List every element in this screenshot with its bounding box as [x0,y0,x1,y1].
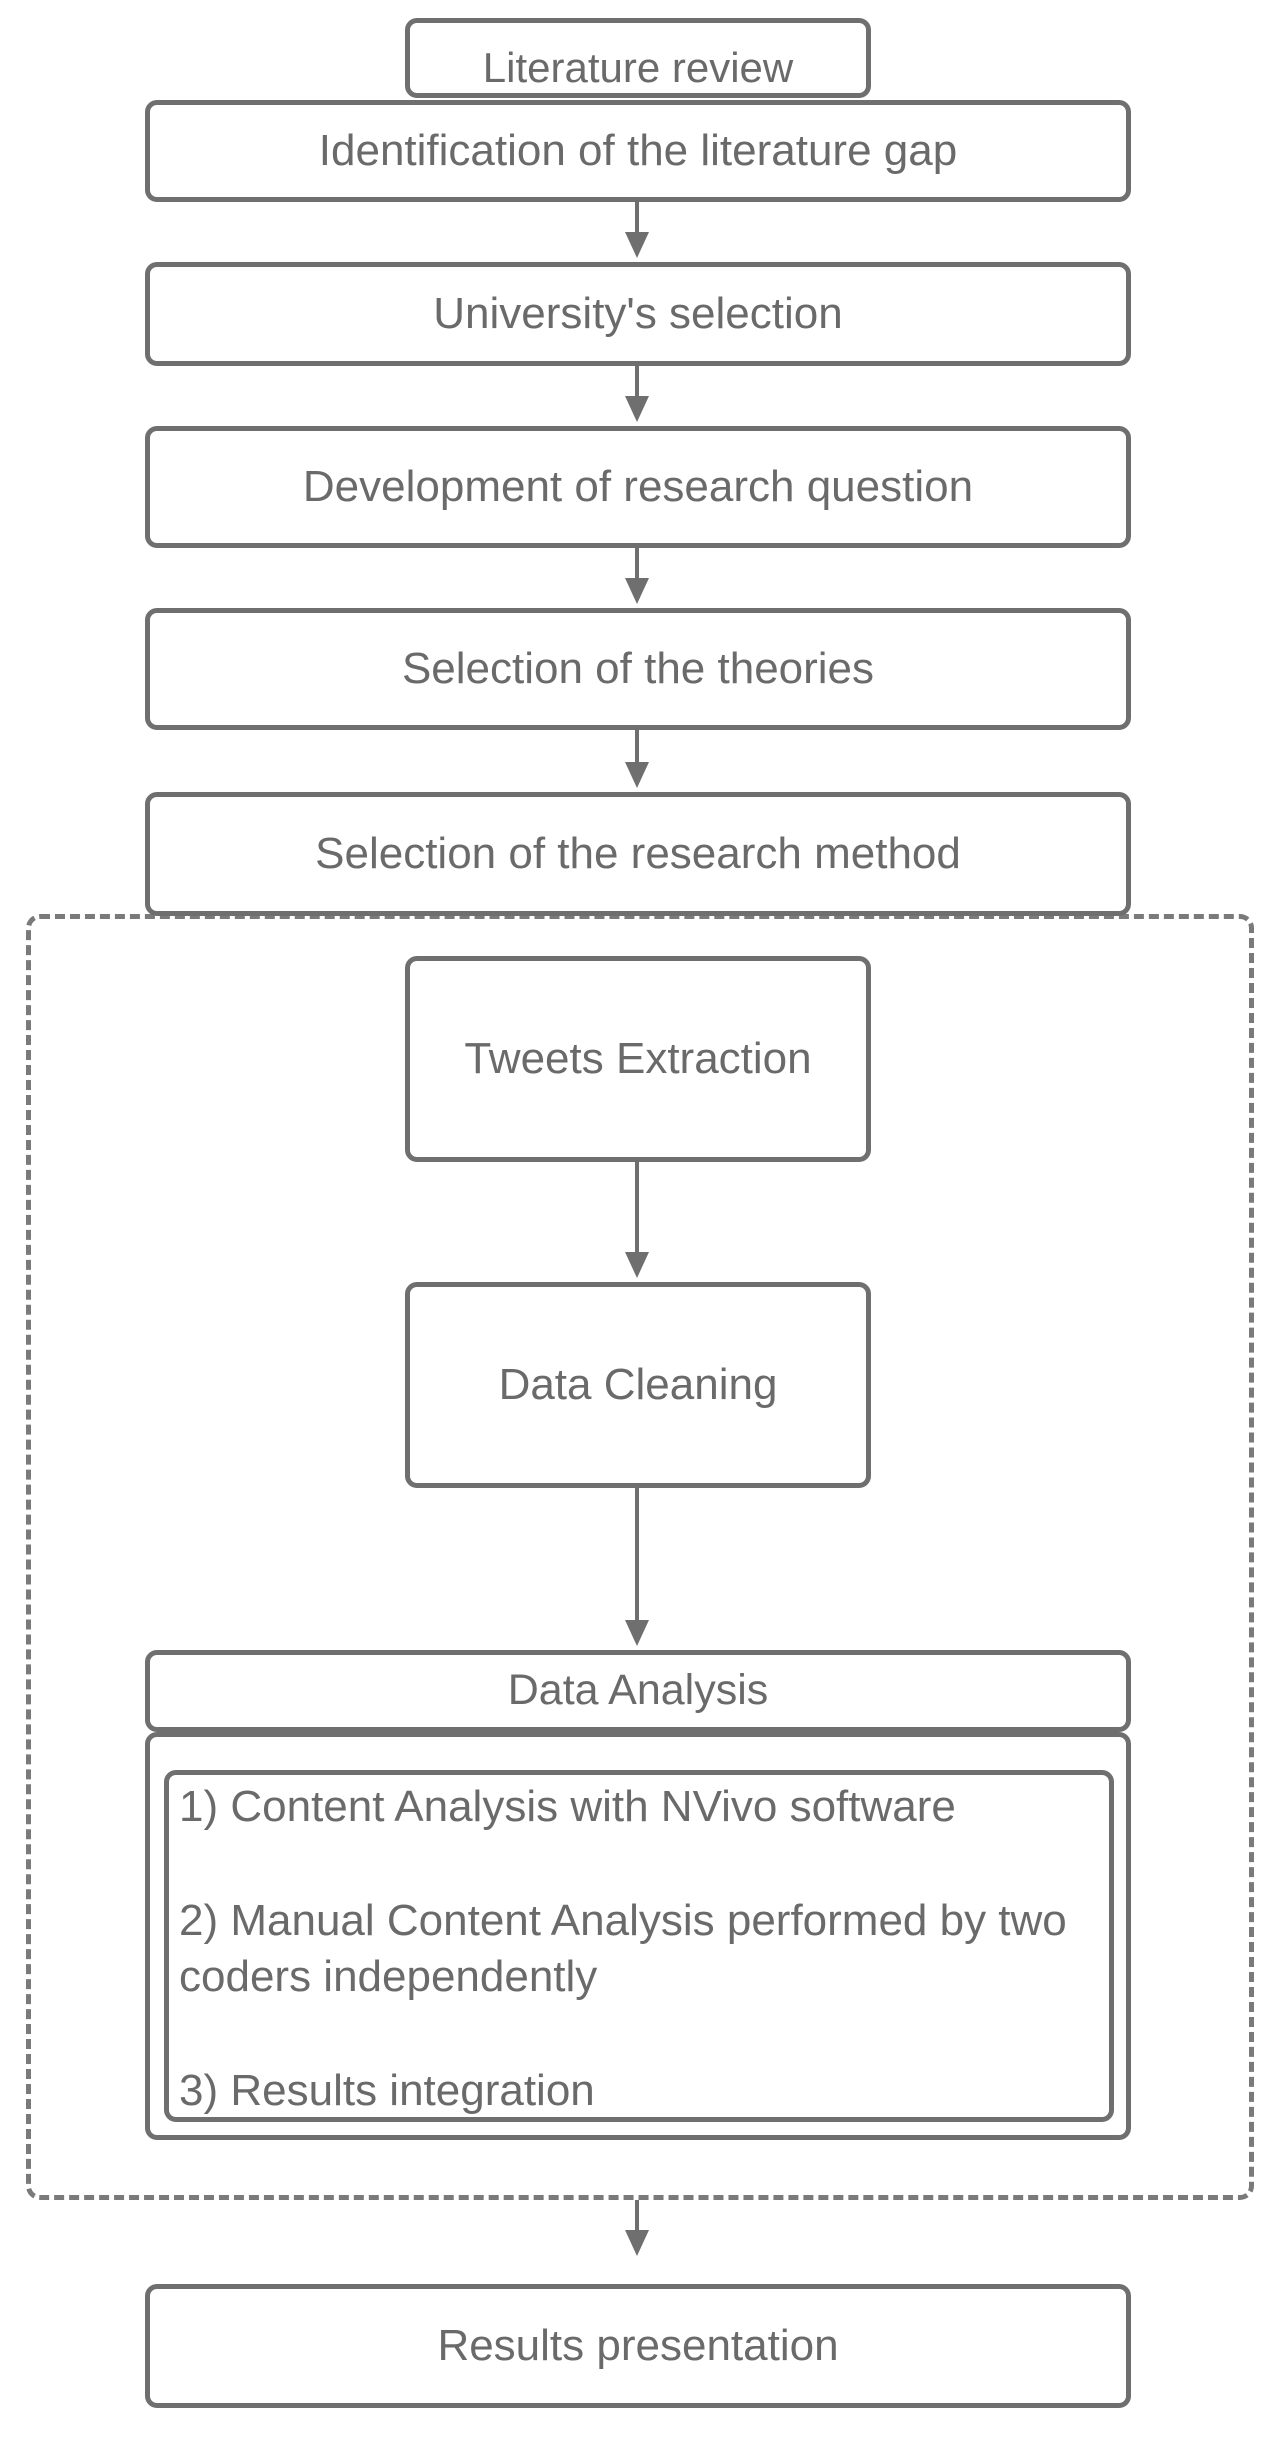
method-group-container [26,914,1254,2200]
step-tweets-extraction: Tweets Extraction [405,956,871,1162]
step-development-research-question: Development of research question [145,426,1131,548]
analysis-details-list: 1) Content Analysis with NVivo software … [164,1770,1114,2122]
step-identification-literature-gap: Identification of the literature gap [145,100,1131,202]
arrowhead-group-to-results [625,2230,649,2256]
step-results-presentation: Results presentation [145,2284,1131,2408]
step-selection-research-method: Selection of the research method [145,792,1131,916]
step-data-analysis: Data Analysis [145,1650,1131,1732]
step-selection-theories: Selection of the theories [145,608,1131,730]
step-data-cleaning: Data Cleaning [405,1282,871,1488]
arrowhead-gap-to-university [625,232,649,258]
analysis-item-manual-coders: 2) Manual Content Analysis performed by … [179,1896,1067,2001]
analysis-item-nvivo: 1) Content Analysis with NVivo software [179,1782,956,1831]
step-university-selection: University's selection [145,262,1131,366]
arrowhead-theories-to-method [625,762,649,788]
arrowhead-university-to-question [625,396,649,422]
step-literature-review: Literature review [405,18,871,98]
arrowhead-cleaning-to-analysis [625,1620,649,1646]
arrowhead-extraction-to-cleaning [625,1252,649,1278]
arrowhead-question-to-theories [625,578,649,604]
analysis-item-results-integration: 3) Results integration [179,2066,595,2115]
